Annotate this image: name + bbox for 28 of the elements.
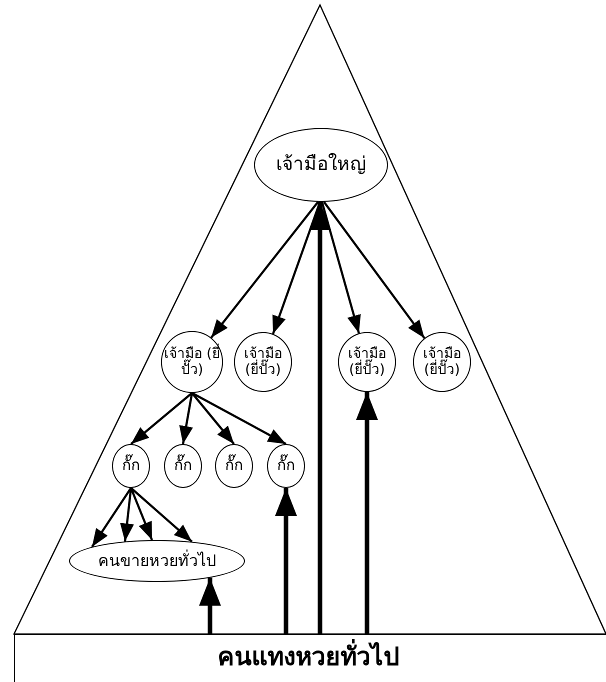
arrow <box>191 392 235 445</box>
node-label: เจ้ามือใหญ่ <box>276 154 366 176</box>
node-label: เจ้ามือ (ยี่ปั๊ว) <box>422 346 462 378</box>
circle-node <box>267 444 305 488</box>
node-label: เจ้ามือ (ยี่ปั๊ว) <box>243 346 283 378</box>
arrow <box>356 392 378 634</box>
arrow <box>130 392 193 445</box>
arrow <box>120 488 134 542</box>
circle-node <box>161 331 223 393</box>
arrow <box>179 392 194 444</box>
arrow <box>199 578 221 634</box>
arrow <box>91 487 132 548</box>
arrow <box>323 201 426 339</box>
circle-node <box>164 444 202 488</box>
arrow <box>210 201 319 338</box>
node-label: คนขายหวยทั่วไป <box>98 552 216 570</box>
arrow <box>130 487 193 543</box>
circle-node <box>215 444 253 488</box>
arrow <box>191 392 287 445</box>
arrow <box>130 488 154 540</box>
arrow <box>320 202 361 334</box>
node-label: เจ้ามือ (ยี่ปั๊ว) <box>164 346 220 378</box>
arrow <box>309 202 331 634</box>
arrow <box>275 488 297 634</box>
base-box <box>14 634 606 682</box>
node-label: เจ้ามือ (ยี่ปั๊ว) <box>347 346 387 378</box>
circle-node <box>112 444 150 488</box>
circle-node <box>413 332 471 392</box>
